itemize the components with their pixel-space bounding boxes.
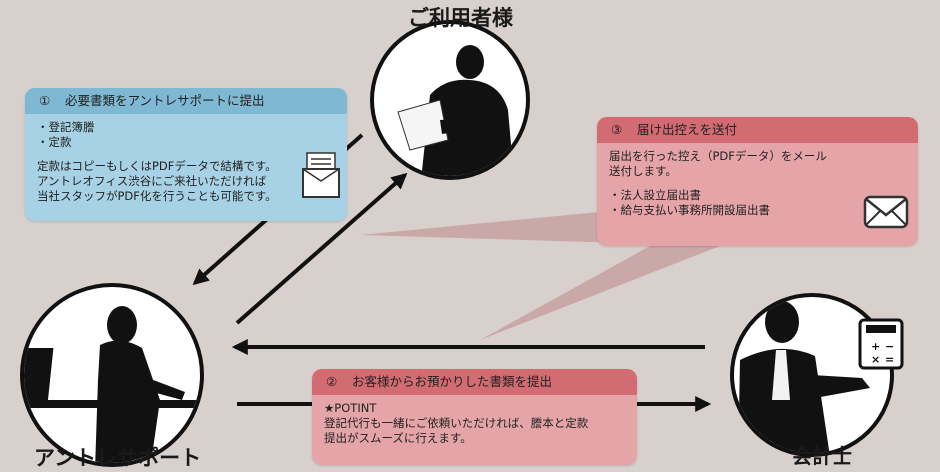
svg-text:=: = [885, 353, 894, 366]
step3-item: ・給与支払い事務所開設届出書 [609, 203, 770, 217]
step2-note: 登記代行も一緒にご依頼いただければ、謄本と定款 [324, 416, 589, 430]
step1-note: 当社スタッフがPDF化を行うことも可能です。 [37, 189, 277, 203]
document-tray-icon [302, 152, 340, 198]
step2-body: ★POTINT 登記代行も一緒にご依頼いただければ、謄本と定款 提出がスムーズに… [312, 395, 637, 452]
step3-note: 届出を行った控え（PDFデータ）をメール [609, 149, 827, 163]
calculator-icon: + − × = [858, 318, 904, 370]
step3-number: ③ [611, 122, 623, 137]
svg-text:×: × [871, 353, 880, 366]
step3-title: 届け出控えを送付 [637, 122, 738, 137]
step1-header: ① 必要書類をアントレサポートに提出 [25, 88, 347, 114]
envelope-icon [863, 195, 909, 229]
step2-header: ② お客様からお預かりした書類を提出 [312, 369, 637, 395]
step1-title: 必要書類をアントレサポートに提出 [65, 93, 265, 108]
step3-box: ③ 届け出控えを送付 届出を行った控え（PDFデータ）をメール 送付します。 ・法… [597, 117, 918, 246]
step1-item: ・登記簿謄 [37, 120, 95, 134]
step2-title: お客様からお預かりした書類を提出 [352, 374, 553, 389]
step2-note: ★POTINT [324, 401, 377, 415]
step3-note: 送付します。 [609, 164, 677, 178]
support-figure [20, 283, 204, 467]
accountant-label: 会計士 [792, 444, 852, 468]
client-figure [370, 20, 530, 180]
support-label: アントレサポート [34, 445, 202, 470]
arrow-support-to-client [235, 172, 408, 325]
step1-note: 定款はコピーもしくはPDFデータで結構です。 [37, 159, 277, 173]
step1-number: ① [39, 93, 51, 108]
step2-note: 提出がスムーズに行えます。 [324, 431, 472, 445]
step1-note: アントレオフィス渋谷にご来社いただければ [37, 174, 267, 188]
step1-box: ① 必要書類をアントレサポートに提出 ・登記簿謄 ・定款 定款はコピーもしくはPD… [25, 88, 347, 221]
step3-body: 届出を行った控え（PDFデータ）をメール 送付します。 ・法人設立届出書 ・給与… [597, 143, 918, 224]
step1-body: ・登記簿謄 ・定款 定款はコピーもしくはPDFデータで結構です。 アントレオフィ… [25, 114, 347, 210]
step3-item: ・法人設立届出書 [609, 188, 701, 202]
step1-item: ・定款 [37, 135, 72, 149]
box3-speech-pointer-lower [480, 246, 720, 340]
step2-box: ② お客様からお預かりした書類を提出 ★POTINT 登記代行も一緒にご依頼いただ… [312, 369, 637, 465]
svg-text:−: − [885, 340, 894, 353]
step2-number: ② [326, 374, 338, 389]
step3-header: ③ 届け出控えを送付 [597, 117, 918, 143]
client-label: ご利用者様 [408, 5, 513, 30]
svg-text:+: + [871, 340, 880, 353]
